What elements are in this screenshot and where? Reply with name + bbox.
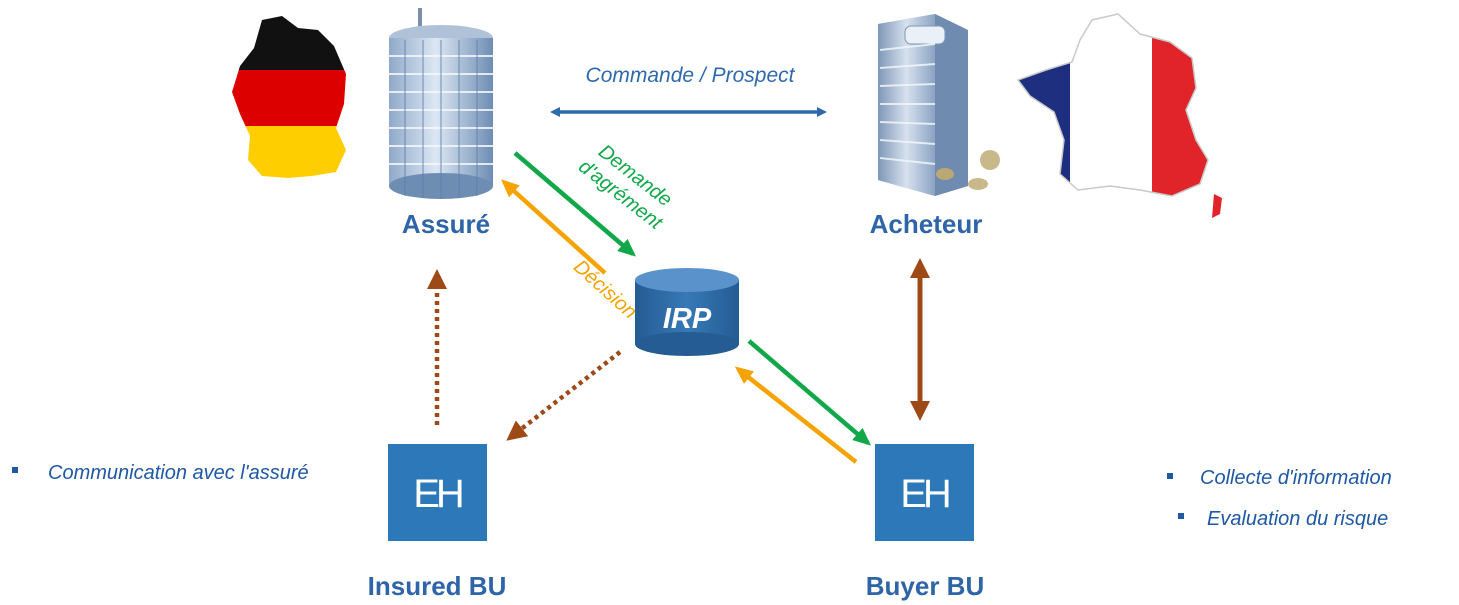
germany-flag-map-icon xyxy=(232,16,346,178)
demande-arrow xyxy=(513,151,637,257)
bullet-communication: Communication avec l'assuré xyxy=(48,462,309,484)
irp-to-insured-bu-arrow xyxy=(506,350,622,441)
left-bullet-list: Communication avec l'assuré xyxy=(12,462,309,484)
bullet-marker xyxy=(12,467,18,473)
insured-bu-label: Insured BU xyxy=(368,571,507,601)
database-cylinder-icon xyxy=(635,268,739,356)
right-bullet-list: Collecte d'information Evaluation du ris… xyxy=(1167,467,1392,530)
decision-arrow xyxy=(501,179,607,275)
office-tower-buyer-icon xyxy=(878,14,1000,196)
decision-label: Décision xyxy=(569,256,641,324)
eh-logo-icon: EH xyxy=(900,472,949,516)
bullet-evaluation: Evaluation du risque xyxy=(1207,508,1388,530)
buyer-bu-to-irp-arrow xyxy=(734,366,858,464)
bullet-marker xyxy=(1167,473,1173,479)
assure-label: Assuré xyxy=(402,209,490,239)
insured-bu-logo: EH xyxy=(388,444,487,541)
commande-label: Commande / Prospect xyxy=(586,64,796,87)
office-tower-insured-icon xyxy=(389,8,493,199)
buyer-bu-label: Buyer BU xyxy=(866,571,984,601)
buyer-bu-logo: EH xyxy=(875,444,974,541)
france-flag-map-icon xyxy=(1016,13,1222,218)
acheteur-label: Acheteur xyxy=(870,209,983,239)
bullet-collecte: Collecte d'information xyxy=(1200,467,1392,489)
eh-logo-icon: EH xyxy=(413,472,462,516)
irp-label: IRP xyxy=(663,303,712,335)
irp-to-buyer-bu-arrow xyxy=(747,339,872,446)
bullet-marker xyxy=(1178,513,1184,519)
